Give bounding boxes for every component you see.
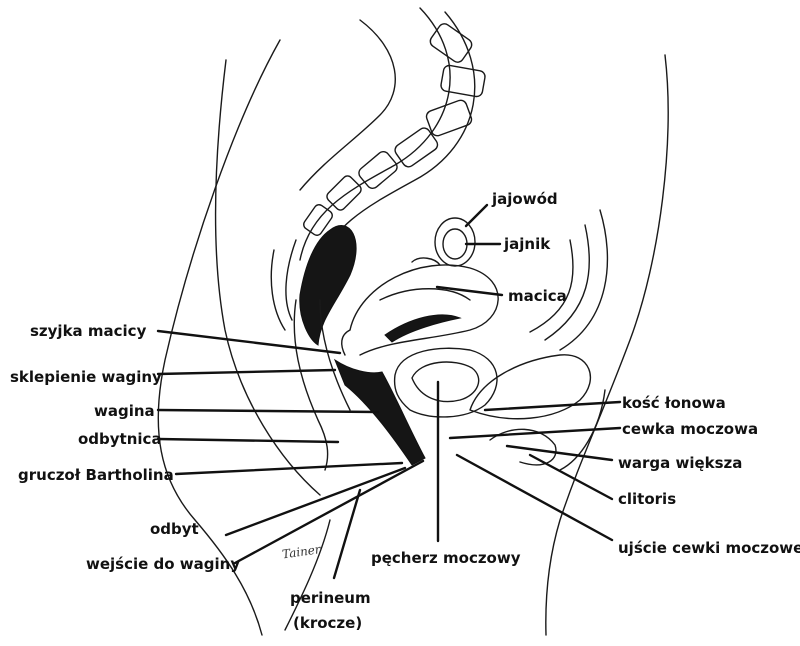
label-warga-wieksza: warga większa (618, 454, 742, 472)
label-macica: macica (508, 287, 567, 305)
label-kosc-lonowa: kość łonowa (622, 394, 726, 412)
bladder-shape (395, 348, 497, 417)
uterus-shape (342, 265, 498, 355)
label-gruczol-bartholina: gruczoł Bartholina (18, 466, 174, 484)
body-outline (158, 40, 668, 635)
label-jajnik: jajnik (503, 235, 551, 253)
label-odbyt: odbyt (150, 520, 199, 538)
labels: jajowód jajnik macica szyjka macicy skle… (10, 190, 800, 632)
label-wejscie-do-waginy: wejście do waginy (86, 555, 240, 573)
label-jajowod: jajowód (491, 190, 558, 208)
artist-signature: Tainer (281, 542, 322, 561)
label-clitoris: clitoris (618, 490, 676, 508)
label-odbytnica: odbytnica (78, 430, 162, 448)
label-wagina: wagina (94, 402, 155, 420)
label-cewka-moczowa: cewka moczowa (622, 420, 758, 438)
label-krocze: (krocze) (293, 614, 362, 632)
label-perineum: perineum (290, 589, 371, 607)
label-szyjka-macicy: szyjka macicy (30, 322, 147, 340)
label-sklepienie-waginy: sklepienie waginy (10, 368, 162, 386)
label-ujscie-cewki-moczowej: ujście cewki moczowej (618, 539, 800, 557)
label-pecherz-moczowy: pęcherz moczowy (371, 549, 521, 567)
